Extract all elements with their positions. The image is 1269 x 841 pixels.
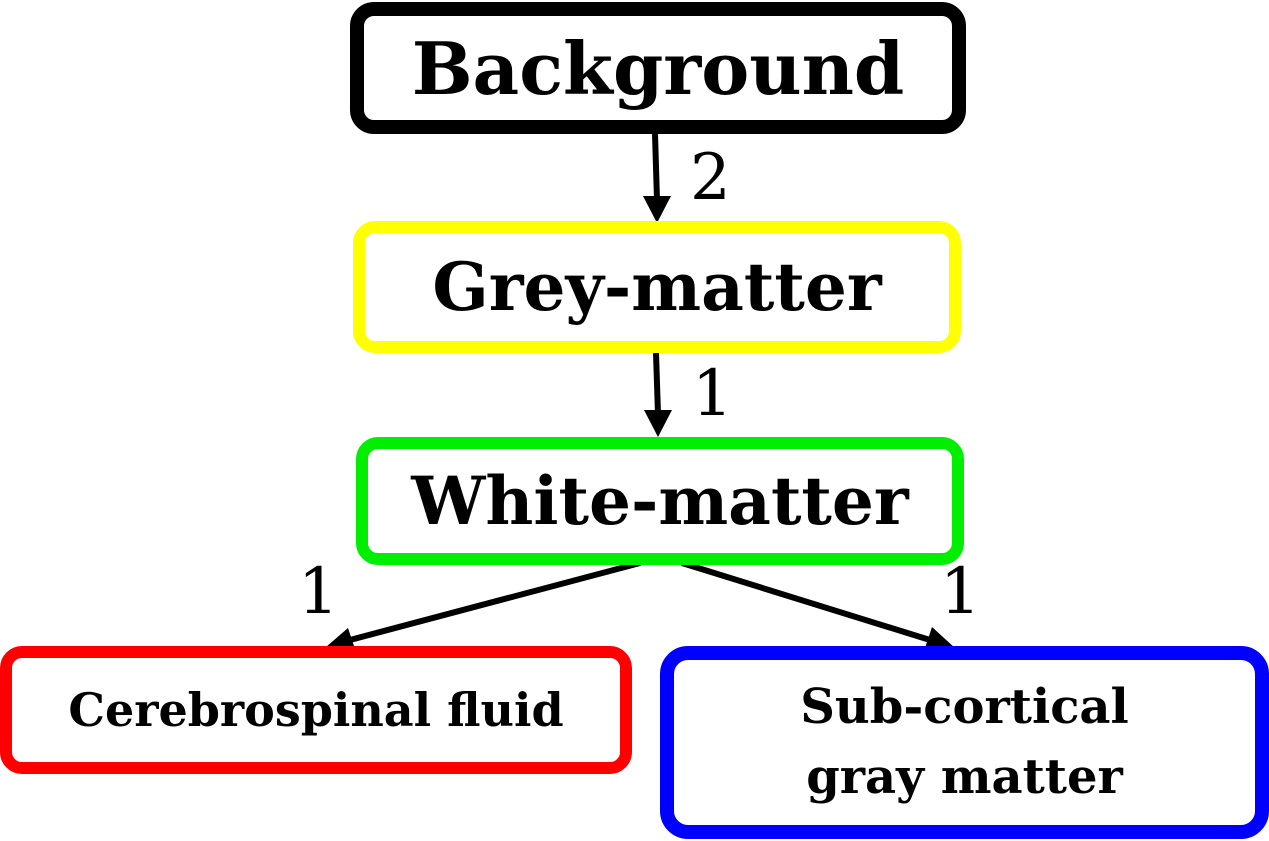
node-cerebrospinal-fluid-label: Cerebrospinal fluid bbox=[68, 683, 564, 737]
node-grey-matter-label: Grey-matter bbox=[432, 248, 882, 326]
node-cerebrospinal-fluid: Cerebrospinal fluid bbox=[0, 646, 632, 774]
edge-white-csf bbox=[326, 560, 641, 652]
node-grey-matter: Grey-matter bbox=[353, 221, 961, 353]
edge-grey-white bbox=[644, 352, 672, 437]
edge-weight-white-sub: 1 bbox=[940, 555, 981, 629]
edge-white-sub bbox=[681, 560, 955, 651]
node-background: Background bbox=[350, 2, 966, 134]
edge-weight-grey-white: 1 bbox=[692, 357, 733, 431]
node-white-matter: White-matter bbox=[356, 437, 964, 565]
node-background-label: Background bbox=[411, 25, 905, 111]
node-sub-cortical-line1: Sub-cortical bbox=[800, 678, 1129, 735]
node-white-matter-label: White-matter bbox=[411, 462, 909, 540]
node-sub-cortical-line2: gray matter bbox=[806, 748, 1123, 805]
edge-weight-background-grey: 2 bbox=[690, 141, 731, 215]
node-sub-cortical-gray-matter: Sub-cortical gray matter bbox=[660, 646, 1269, 839]
edge-weight-white-csf: 1 bbox=[298, 555, 339, 629]
edge-background-grey bbox=[643, 133, 671, 223]
